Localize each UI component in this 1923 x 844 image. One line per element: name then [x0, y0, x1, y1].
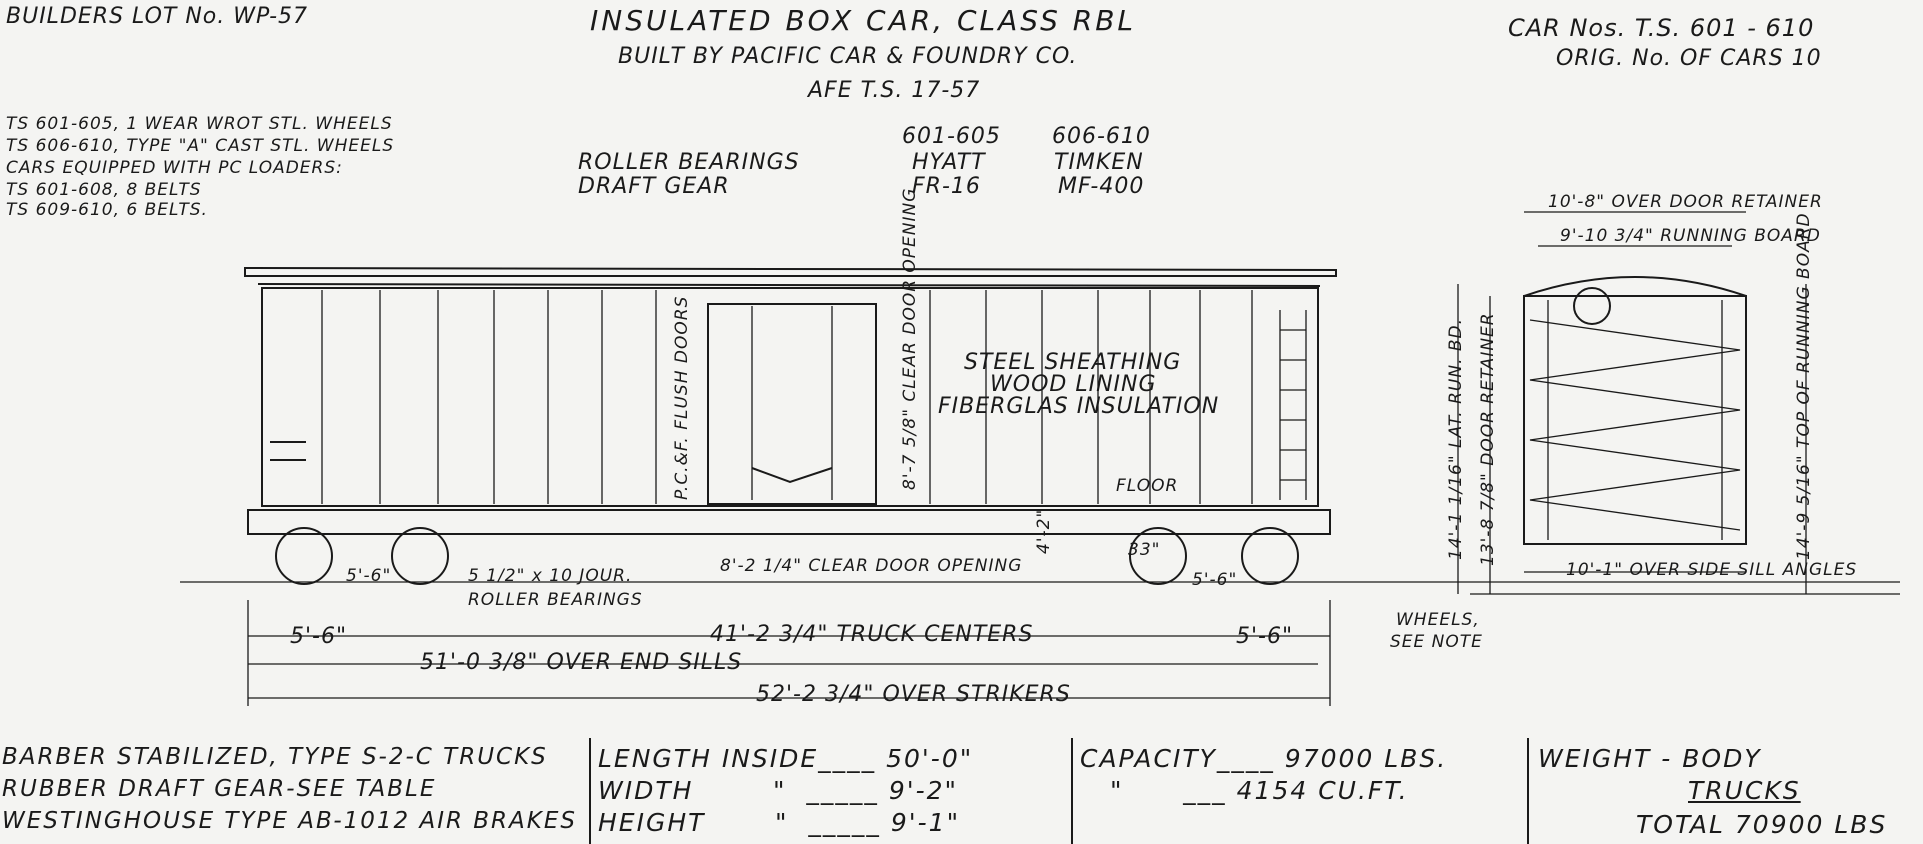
side-panels [321, 290, 1253, 504]
air-brakes-spec: WESTINGHOUSE TYPE AB-1012 AIR BRAKES [2, 808, 577, 834]
end-view-dimensions [1457, 211, 1807, 594]
builder: BUILT BY PACIFIC CAR & FOUNDRY CO. [618, 44, 1078, 69]
builders-lot: BUILDERS LOT No. WP-57 [6, 4, 309, 29]
door [707, 303, 877, 505]
note-line: TS 601-608, 8 BELTS [6, 180, 202, 200]
roof-eave [257, 283, 1321, 287]
car-body [261, 287, 1319, 507]
end-view-roof [1523, 276, 1747, 297]
floor-height-label: 4'-2" [1034, 508, 1054, 554]
top-running-board-height: 14'-9 5/16" TOP OF RUNNING BOARD [1794, 212, 1814, 560]
equipment-row-label: DRAFT GEAR [578, 174, 730, 199]
equipment-value: TIMKEN [1054, 150, 1144, 175]
side-sill [247, 509, 1331, 535]
note-line: TS 609-610, 6 BELTS. [6, 200, 208, 220]
wheels [275, 527, 1299, 585]
door-lock [751, 467, 833, 484]
afe-number: AFE T.S. 17-57 [808, 78, 981, 103]
inside-width: WIDTH " _____ 9'-2" [598, 776, 959, 805]
spec-table-lines [589, 738, 1529, 844]
over-strikers: 52'-2 3/4" OVER STRIKERS [756, 682, 1071, 707]
brake-wheel [1573, 287, 1611, 325]
axle-spacing-left: 5'-6" [346, 566, 392, 586]
floor-label: FLOOR [1116, 476, 1179, 496]
weight-trucks: TRUCKS [1688, 776, 1801, 805]
truck-centers: 41'-2 3/4" TRUCK CENTERS [710, 622, 1034, 647]
over-door-retainer: 10'-8" OVER DOOR RETAINER [1548, 192, 1823, 212]
equipment-value: MF-400 [1058, 174, 1145, 199]
original-car-count: ORIG. No. OF CARS 10 [1556, 46, 1822, 71]
dimension-lines [247, 600, 1331, 706]
equipment-col-1: 601-605 [902, 124, 1001, 149]
over-end-sills: 51'-0 3/8" OVER END SILLS [420, 650, 743, 675]
inside-length: LENGTH INSIDE____ 50'-0" [598, 744, 974, 773]
note-line: TS 601-605, 1 WEAR WROT STL. WHEELS [6, 114, 393, 134]
journal-label: 5 1/2" x 10 JOUR. [468, 566, 633, 586]
weight-body: WEIGHT - BODY [1538, 744, 1762, 773]
running-board-width: 9'-10 3/4" RUNNING BOARD [1560, 226, 1821, 246]
overhang-right: 5'-6" [1236, 624, 1294, 649]
side-sill-width: 10'-1" OVER SIDE SILL ANGLES [1566, 560, 1858, 580]
roller-bearing-label: ROLLER BEARINGS [468, 590, 643, 610]
equipment-value: HYATT [912, 150, 986, 175]
door-width-label: 8'-2 1/4" CLEAR DOOR OPENING [720, 556, 1023, 576]
drawing-title: INSULATED BOX CAR, CLASS RBL [590, 4, 1136, 37]
overhang-left: 5'-6" [290, 624, 348, 649]
ladder [1279, 310, 1307, 500]
insulation-label: FIBERGLAS INSULATION [938, 394, 1220, 419]
roof [244, 266, 1337, 277]
weight-total: TOTAL 70900 LBS [1636, 810, 1888, 839]
end-view-bracing [1529, 300, 1741, 540]
wheels-note-ref: SEE NOTE [1390, 632, 1483, 652]
car-numbers: CAR Nos. T.S. 601 - 610 [1508, 14, 1815, 42]
wheels-note: WHEELS, [1396, 610, 1480, 630]
wheel [391, 527, 449, 585]
lining-label: WOOD LINING [990, 372, 1157, 397]
wheel [1241, 527, 1299, 585]
lat-running-board-height: 14'-1 1/16" LAT. RUN. BD. [1446, 317, 1466, 560]
wheel [275, 527, 333, 585]
door-height-label: 8'-7 5/8" CLEAR DOOR OPENING [900, 187, 920, 490]
end-view-body [1523, 295, 1747, 545]
inside-height: HEIGHT " _____ 9'-1" [598, 808, 961, 837]
equipment-row-label: ROLLER BEARINGS [578, 150, 800, 175]
axle-spacing-right: 5'-6" [1192, 570, 1238, 590]
door-retainer-height: 13'-8 7/8" DOOR RETAINER [1478, 312, 1498, 566]
sheathing-label: STEEL SHEATHING [964, 350, 1182, 375]
capacity-cuft: " ___ 4154 CU.FT. [1110, 776, 1409, 805]
trucks-spec: BARBER STABILIZED, TYPE S-2-C TRUCKS [2, 744, 548, 770]
note-line: CARS EQUIPPED WITH PC LOADERS: [6, 158, 343, 178]
flush-door-label: P.C.&F. FLUSH DOORS [672, 295, 692, 500]
wheel [1129, 527, 1187, 585]
equipment-col-2: 606-610 [1052, 124, 1151, 149]
note-line: TS 606-610, TYPE "A" CAST STL. WHEELS [6, 136, 395, 156]
capacity-lbs: CAPACITY____ 97000 LBS. [1080, 744, 1448, 773]
draft-gear-spec: RUBBER DRAFT GEAR-SEE TABLE [2, 776, 437, 802]
wheel-diameter: 33" [1128, 540, 1161, 560]
equipment-value: FR-16 [912, 174, 981, 199]
